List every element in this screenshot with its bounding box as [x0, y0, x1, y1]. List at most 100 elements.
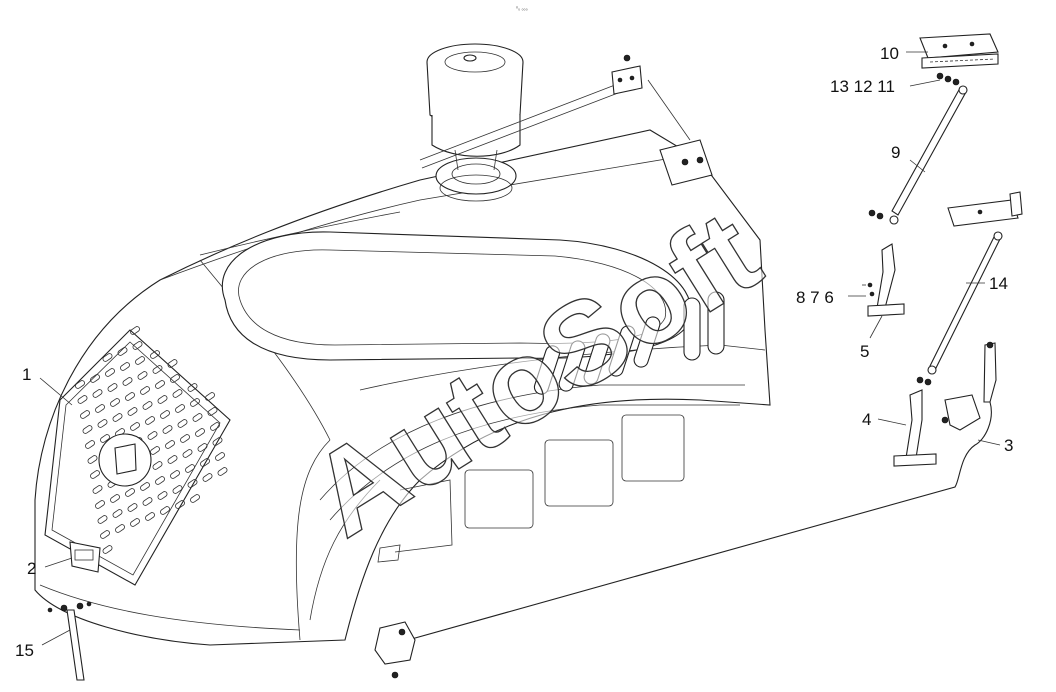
callout-14: 14: [989, 274, 1008, 293]
callout-4: 4: [862, 410, 871, 429]
grille-slot: [92, 485, 103, 494]
grille-slot: [122, 377, 133, 386]
grille-slot: [107, 383, 118, 392]
part-15-prop-rod: [47, 601, 92, 681]
grille-slot: [192, 413, 203, 422]
grille-slot: [140, 386, 150, 395]
grille-slot: [130, 422, 140, 431]
grille-slot: [190, 494, 200, 503]
grille-slot: [85, 440, 95, 449]
grille-slot: [80, 410, 90, 419]
grille-slot: [160, 506, 170, 515]
grille-slot: [112, 509, 123, 518]
grille-slot: [157, 491, 168, 500]
grille-slot: [115, 524, 125, 533]
side-vent-slots: [533, 291, 725, 395]
grille-slot: [210, 422, 220, 431]
callout-5: 5: [860, 342, 869, 361]
grille-slot: [105, 368, 115, 377]
callout-10: 10: [880, 44, 899, 63]
grille-slot: [125, 488, 135, 497]
part-14-bracket-strut: [916, 191, 1023, 386]
grille-slot: [175, 500, 185, 509]
grille-slot: [102, 545, 113, 554]
callout-15: 15: [15, 641, 34, 660]
grille-slot: [197, 443, 208, 452]
grille-slot: [172, 485, 183, 494]
grille-slot: [95, 404, 105, 413]
top-hinge-bracket: [611, 54, 643, 95]
grille-slot: [150, 350, 160, 359]
grille-slot: [200, 458, 210, 467]
grille-slot: [177, 419, 188, 428]
grille-slot: [195, 428, 205, 437]
part-9-gas-strut: [868, 85, 968, 225]
grille-slot: [217, 467, 228, 476]
grille-slot: [145, 416, 155, 425]
grille-slot: [102, 353, 113, 362]
grille-slot: [110, 398, 120, 407]
grille-slot: [152, 365, 163, 374]
callout-labels: 1 2 3 4 5 8 7 6 9 10 13 12 11 14 15: [15, 44, 1013, 660]
grille-slot: [100, 530, 110, 539]
grille-slot: [207, 407, 218, 416]
grille-slot: [157, 395, 168, 404]
grille-slot: [152, 461, 163, 470]
grille-slot: [120, 362, 130, 371]
grille-slot: [187, 383, 198, 392]
grille-slot: [145, 512, 155, 521]
rear-hinge-bracket: [659, 139, 713, 186]
header-code: ⁰₀ ₀₀₀: [516, 6, 528, 12]
grille-slot: [117, 347, 128, 356]
grille-slot: [142, 401, 153, 410]
grille-slot: [182, 449, 193, 458]
grille-slot: [165, 440, 175, 449]
grille-slot: [155, 380, 165, 389]
grille-slot: [90, 374, 100, 383]
grille-slot: [187, 479, 198, 488]
grille-slot: [185, 464, 195, 473]
grille-slot: [87, 455, 98, 464]
grille-slot: [100, 434, 110, 443]
grille-slot: [190, 398, 200, 407]
grille-slot: [95, 500, 105, 509]
callout-1: 1: [22, 365, 31, 384]
part-11-13-fasteners: [936, 72, 960, 86]
grille-slot: [130, 518, 140, 527]
grille-slot: [112, 413, 123, 422]
air-intake-assembly: [426, 43, 524, 202]
grille-slot: [147, 431, 158, 440]
callout-13-12-11: 13 12 11: [830, 77, 895, 96]
grille-slot: [202, 473, 213, 482]
callout-8-7-6: 8 7 6: [796, 288, 834, 307]
grille-slot: [215, 452, 225, 461]
leader-lines: [39, 51, 1001, 646]
grille-slot: [175, 404, 185, 413]
part-5-support: [862, 243, 905, 317]
grille-slot: [132, 341, 143, 350]
grille-slot: [212, 437, 223, 446]
grille-slot: [82, 425, 93, 434]
grille-slot: [140, 482, 150, 491]
grille-slot: [127, 407, 138, 416]
grille-slot: [180, 434, 190, 443]
part-4-support: [893, 389, 937, 467]
grille-slot: [77, 395, 88, 404]
part-10-bracket: [919, 33, 999, 69]
part-3-cable-latch: [374, 341, 997, 679]
grille-slot: [125, 392, 135, 401]
callout-9: 9: [891, 143, 900, 162]
grille-slot: [170, 374, 180, 383]
grille-slot: [75, 380, 85, 389]
grille-slot: [160, 410, 170, 419]
grille-slot: [135, 356, 145, 365]
grille-slot: [155, 476, 165, 485]
grille-slot: [142, 497, 153, 506]
grille-slot: [130, 326, 140, 335]
grille-slot: [127, 503, 138, 512]
hood-assembly: [34, 129, 771, 646]
grille-slot: [167, 455, 178, 464]
grille-slot: [205, 392, 215, 401]
grille-slot: [150, 446, 160, 455]
